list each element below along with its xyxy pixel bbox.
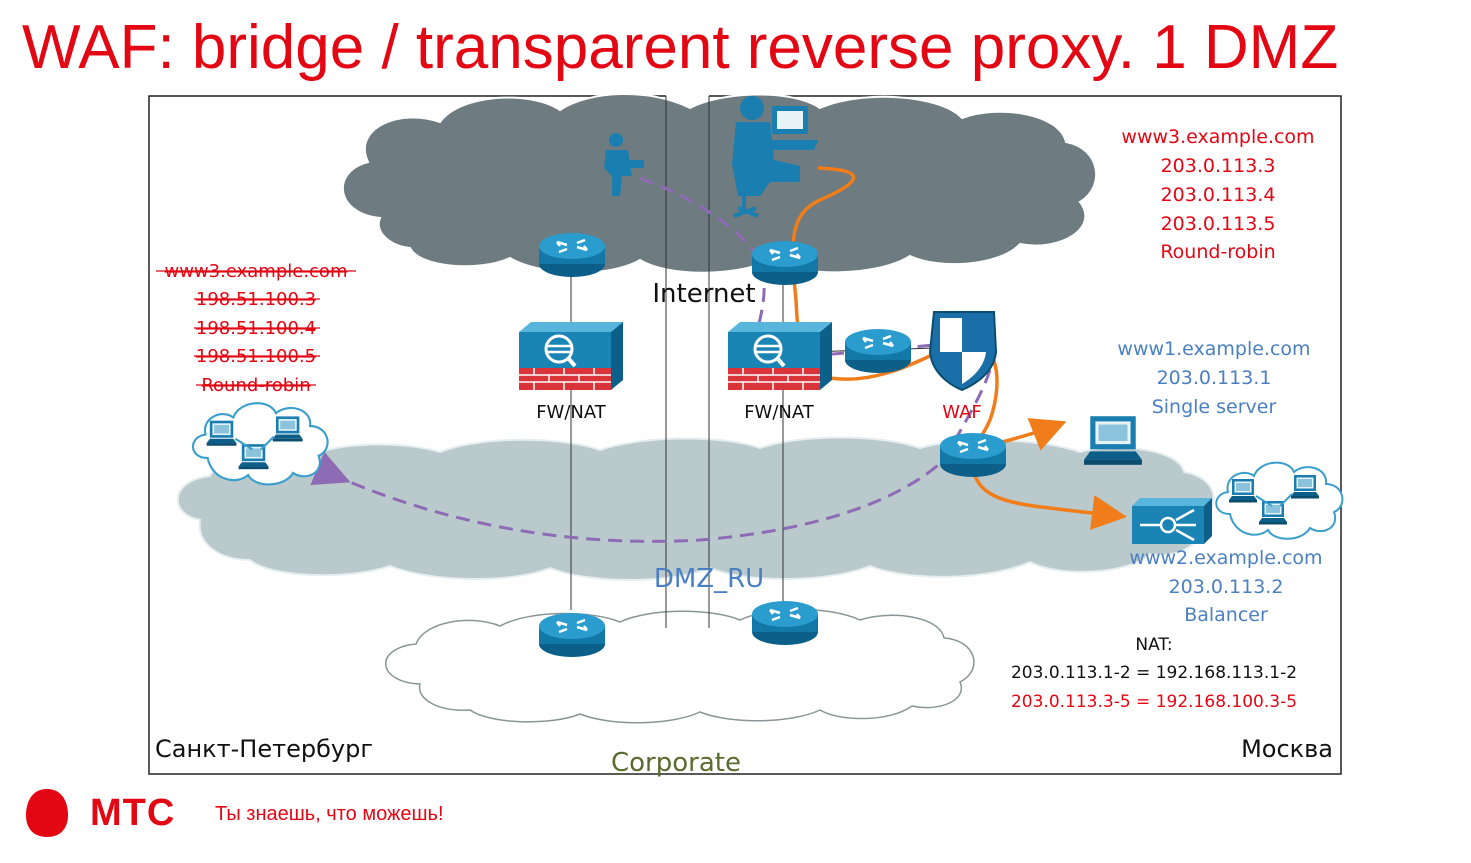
orange-traffic-path [791,166,939,381]
www3-new-line: 203.0.113.5 [1161,213,1276,235]
load-balancer-icon [1132,498,1212,544]
www1-line: 203.0.113.1 [1157,367,1272,389]
www2-line: www2.example.com [1129,547,1322,569]
firewall-icon [519,322,623,390]
www2-line: Balancer [1184,604,1268,626]
moscow-label: Москва [1241,735,1333,763]
workstation-icon [1084,416,1142,465]
spb-label: Санкт-Петербург [155,735,373,763]
www3-new-line: www3.example.com [1121,126,1314,148]
www1-line: Single server [1152,396,1277,418]
router-icon [750,240,820,286]
internet-label: Internet [652,279,755,309]
nat-line-1: 203.0.113.1-2 = 192.168.113.1-2 [1011,663,1297,683]
firewall-icon [728,322,832,390]
www1-line: www1.example.com [1117,338,1310,360]
www3-new-line: Round-robin [1160,241,1275,263]
nat-block: NAT: 203.0.113.1-2 = 192.168.113.1-2 203… [1011,635,1297,712]
fw-right-label: FW/NAT [744,402,815,423]
internet-cloud [341,93,1097,274]
www3-new-line: 203.0.113.3 [1161,155,1276,177]
www2-block: www2.example.com 203.0.113.2 Balancer [1129,547,1322,626]
slide-title: WAF: bridge / transparent reverse proxy.… [22,13,1339,82]
server-group-icon [1216,463,1342,539]
router-icon [938,432,1008,478]
nat-header: NAT: [1135,635,1172,655]
www3-new-block: www3.example.com 203.0.113.3 203.0.113.4… [1121,126,1314,263]
corporate-label: Corporate [611,748,741,778]
router-icon [537,612,607,658]
www2-line: 203.0.113.2 [1169,576,1284,598]
mts-logo-icon [26,789,68,837]
nat-line-2: 203.0.113.3-5 = 192.168.100.3-5 [1011,692,1297,712]
waf-shield-icon [928,311,998,392]
brand-slogan: Ты знаешь, что можешь! [215,803,444,825]
dmz-label: DMZ_RU [654,564,764,594]
user-icon [732,96,818,218]
brand-name: МТС [90,792,176,834]
www3-new-line: 203.0.113.4 [1161,184,1276,206]
corporate-cloud [385,608,975,724]
fw-left-label: FW/NAT [536,402,607,423]
user-icon [604,133,644,196]
router-icon [537,232,607,278]
router-icon [843,328,913,374]
waf-label: WAF [942,402,981,423]
router-icon [750,600,820,646]
www1-block: www1.example.com 203.0.113.1 Single serv… [1117,338,1310,418]
